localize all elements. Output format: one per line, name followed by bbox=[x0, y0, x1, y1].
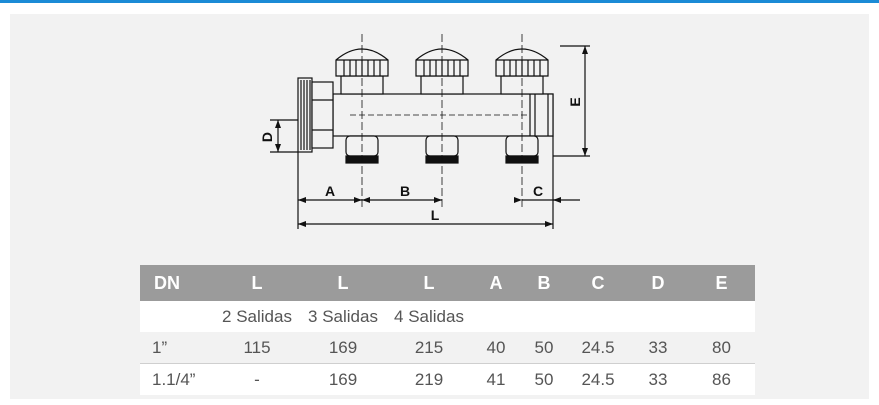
header-d: D bbox=[628, 265, 688, 301]
table-cell: 86 bbox=[688, 363, 755, 395]
table-cell: 219 bbox=[386, 363, 472, 395]
table-cell-dn: 1” bbox=[140, 332, 214, 364]
table-cell: 215 bbox=[386, 332, 472, 364]
header-l-2: L bbox=[214, 265, 300, 301]
table-row: 1.1/4” - 169 219 41 50 24.5 33 86 bbox=[140, 363, 755, 395]
dimension-label-e: E bbox=[567, 97, 583, 106]
dimension-label-c: C bbox=[533, 183, 543, 199]
table-cell: 115 bbox=[214, 332, 300, 364]
dimensions-table: DN L L L A B C D E 2 Salidas 3 Salidas 4… bbox=[140, 265, 755, 395]
subheader-cell bbox=[688, 301, 755, 332]
subheader-cell bbox=[520, 301, 568, 332]
table-cell: 50 bbox=[520, 363, 568, 395]
header-b: B bbox=[520, 265, 568, 301]
subheader-cell: 3 Salidas bbox=[300, 301, 386, 332]
header-a: A bbox=[472, 265, 520, 301]
header-c: C bbox=[568, 265, 628, 301]
table-cell-dn: 1.1/4” bbox=[140, 363, 214, 395]
table-cell: 33 bbox=[628, 363, 688, 395]
table-cell: 169 bbox=[300, 363, 386, 395]
product-spec-panel: A B C L D E DN L L L A B C D E 2 Salidas… bbox=[10, 14, 869, 399]
table-cell: 80 bbox=[688, 332, 755, 364]
table-subheader-row: 2 Salidas 3 Salidas 4 Salidas bbox=[140, 301, 755, 332]
subheader-cell bbox=[472, 301, 520, 332]
dimension-label-a: A bbox=[325, 183, 335, 199]
header-l-4: L bbox=[386, 265, 472, 301]
header-e: E bbox=[688, 265, 755, 301]
table-cell: 169 bbox=[300, 332, 386, 364]
table-header-row: DN L L L A B C D E bbox=[140, 265, 755, 301]
table-cell: 33 bbox=[628, 332, 688, 364]
subheader-cell bbox=[140, 301, 214, 332]
table-cell: 50 bbox=[520, 332, 568, 364]
dimension-label-b: B bbox=[400, 183, 410, 199]
dimension-label-l: L bbox=[431, 207, 440, 223]
subheader-cell: 4 Salidas bbox=[386, 301, 472, 332]
subheader-cell bbox=[628, 301, 688, 332]
header-l-3: L bbox=[300, 265, 386, 301]
subheader-cell bbox=[568, 301, 628, 332]
table-cell: 24.5 bbox=[568, 363, 628, 395]
header-dn: DN bbox=[140, 265, 214, 301]
manifold-technical-drawing: A B C L D E bbox=[259, 34, 590, 229]
table-cell: 41 bbox=[472, 363, 520, 395]
table-row: 1” 115 169 215 40 50 24.5 33 80 bbox=[140, 332, 755, 364]
table-cell: 40 bbox=[472, 332, 520, 364]
table-cell: - bbox=[214, 363, 300, 395]
top-accent-line bbox=[0, 0, 879, 3]
subheader-cell: 2 Salidas bbox=[214, 301, 300, 332]
dimension-label-d: D bbox=[259, 132, 275, 142]
table-cell: 24.5 bbox=[568, 332, 628, 364]
